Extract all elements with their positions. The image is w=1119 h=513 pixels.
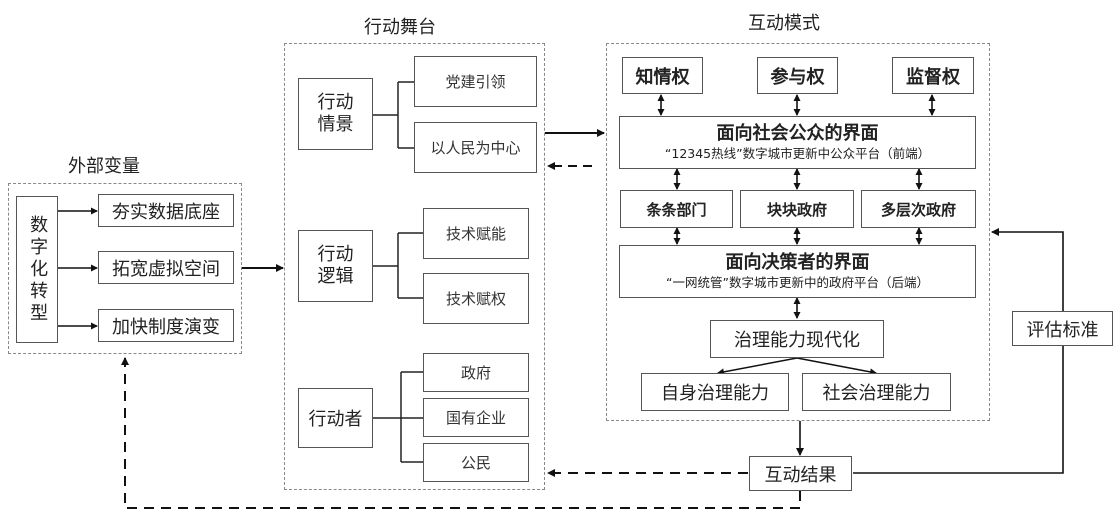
right-label: 参与权 <box>770 66 825 88</box>
stage-item-label: 党建引领 <box>445 73 506 91</box>
right-to-participate-box: 参与权 <box>757 57 838 94</box>
actor-label: 公民 <box>460 454 491 472</box>
actor-state-enterprise: 国有企业 <box>423 398 529 437</box>
public-interface-subtitle: “12345热线”数字城市更新中公众平台（前端） <box>664 145 931 161</box>
stage-item-party-leadership: 党建引领 <box>414 56 537 107</box>
action-situation-label-1: 行动 <box>317 91 354 113</box>
capability-label: 社会治理能力 <box>822 383 931 404</box>
actor-citizen: 公民 <box>423 443 529 482</box>
government-label: 条条部门 <box>646 200 707 219</box>
action-stage-container <box>284 43 545 490</box>
evaluation-criteria-label: 评估标准 <box>1026 319 1099 341</box>
stage-item-label: 以人民为中心 <box>430 139 521 157</box>
stage-item-people-centered: 以人民为中心 <box>414 122 537 173</box>
actor-label: 国有企业 <box>445 409 506 427</box>
interaction-result-label: 互动结果 <box>764 464 837 486</box>
modernization-split-arrows <box>717 357 877 376</box>
right-to-know-box: 知情权 <box>622 57 703 94</box>
actors-box: 行动者 <box>298 388 373 448</box>
government-label: 多层次政府 <box>880 200 956 219</box>
social-governance-capability-box: 社会治理能力 <box>802 373 951 411</box>
interaction-mode-container <box>606 43 990 421</box>
external-item-institution-evolution: 加快制度演变 <box>98 309 234 342</box>
action-stage-title: 行动舞台 <box>364 17 436 38</box>
actor-label: 政府 <box>460 364 491 382</box>
governance-modernization-box: 治理能力现代化 <box>710 320 884 358</box>
double-arrows <box>657 94 936 319</box>
action-situation-label-2: 情景 <box>317 114 354 135</box>
public-interface-title: 面向社会公众的界面 <box>716 123 879 145</box>
interaction-mode-title: 互动模式 <box>748 13 820 34</box>
external-item-label: 夯实数据底座 <box>112 201 220 223</box>
right-to-supervise-box: 监督权 <box>892 57 974 94</box>
governance-modernization-label: 治理能力现代化 <box>734 330 860 351</box>
stage-item-label: 技术赋权 <box>445 290 506 308</box>
actors-label: 行动者 <box>308 409 363 430</box>
action-logic-label-1: 行动 <box>317 243 354 265</box>
evaluation-criteria-box: 评估标准 <box>1012 311 1113 346</box>
result-to-external-dashed-arrow <box>121 357 801 509</box>
decision-interface-title: 面向决策者的界面 <box>725 252 870 274</box>
external-item-virtual-space: 拓宽虚拟空间 <box>98 251 234 284</box>
local-governments-box: 块块政府 <box>740 190 854 228</box>
external-item-label: 拓宽虚拟空间 <box>112 258 220 280</box>
right-label: 知情权 <box>635 66 690 88</box>
stage-item-tech-empowerment: 技术赋能 <box>423 208 529 259</box>
external-variables-container <box>8 183 242 354</box>
multilevel-governments-box: 多层次政府 <box>861 190 976 228</box>
capability-label: 自身治理能力 <box>661 383 769 404</box>
stage-item-label: 技术赋能 <box>445 225 506 243</box>
public-interface-box: 面向社会公众的界面 “12345热线”数字城市更新中公众平台（前端） <box>619 116 976 169</box>
external-item-data-foundation: 夯实数据底座 <box>98 194 234 227</box>
criteria-feedback-line <box>853 228 1064 474</box>
interaction-result-box: 互动结果 <box>749 456 852 491</box>
actor-government: 政府 <box>423 353 529 392</box>
government-label: 块块政府 <box>766 200 827 219</box>
right-label: 监督权 <box>906 66 960 88</box>
self-governance-capability-box: 自身治理能力 <box>641 373 789 411</box>
external-arrows <box>58 207 98 330</box>
stage-brackets <box>373 81 423 463</box>
action-logic-label-2: 逻辑 <box>317 266 354 287</box>
decision-interface-box: 面向决策者的界面 “一网统管”数字城市更新中的政府平台（后端） <box>619 245 976 298</box>
decision-interface-subtitle: “一网统管”数字城市更新中的政府平台（后端） <box>666 274 929 290</box>
external-variables-title: 外部变量 <box>68 156 140 177</box>
action-situation-box: 行动 情景 <box>298 78 373 150</box>
stage-item-tech-entitlement: 技术赋权 <box>423 273 529 324</box>
action-logic-box: 行动 逻辑 <box>298 230 373 302</box>
external-item-label: 加快制度演变 <box>112 316 220 338</box>
vertical-departments-box: 条条部门 <box>620 190 733 228</box>
digital-transformation-label: 数字化转型 <box>27 214 49 325</box>
digital-transformation-box: 数字化转型 <box>16 196 58 343</box>
